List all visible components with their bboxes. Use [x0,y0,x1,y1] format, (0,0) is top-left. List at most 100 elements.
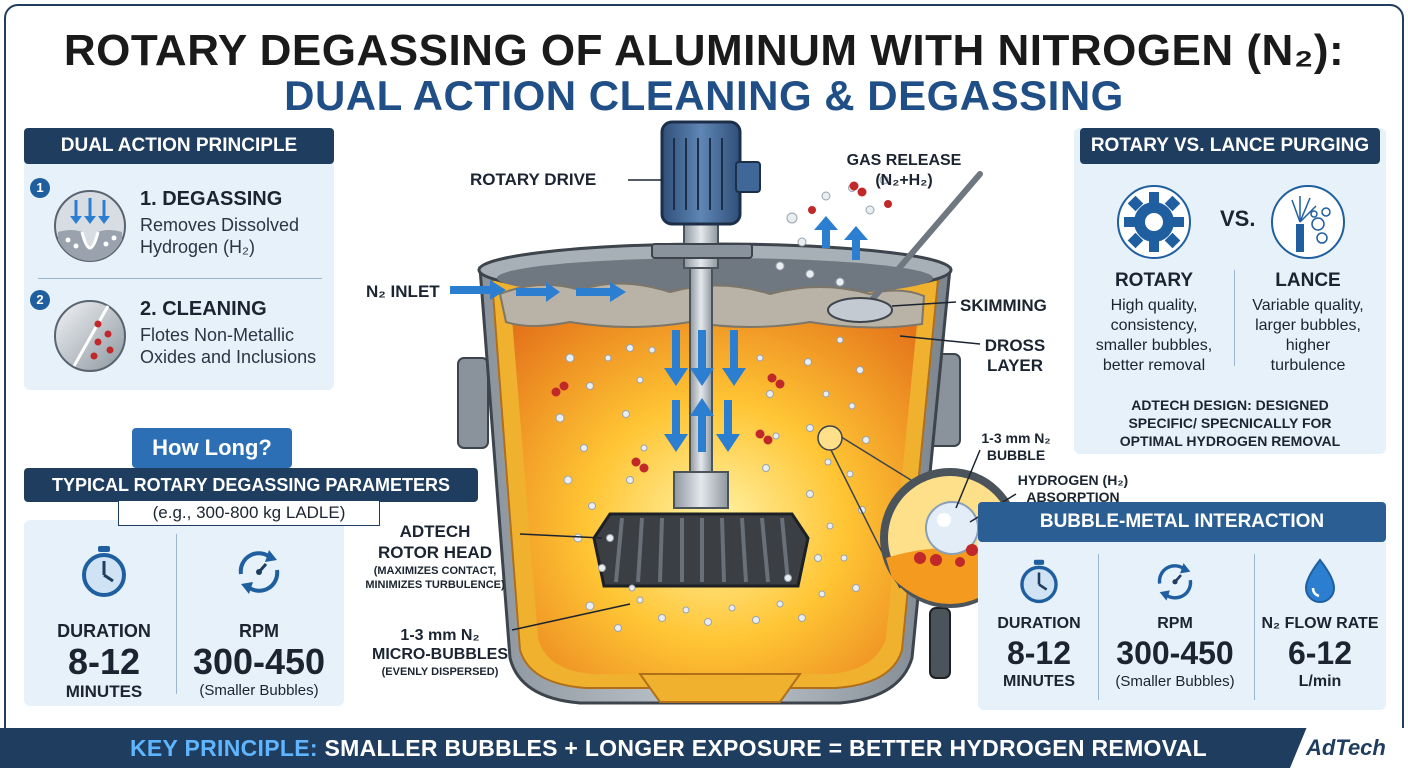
rpm-gauge-icon [1157,563,1193,601]
bmi-duration-label: DURATION [997,615,1081,632]
bmi-flow-unit: L/min [1298,673,1342,690]
key-principle-label: KEY PRINCIPLE: [130,735,318,761]
label-micro-bubbles-size: 1-3 mm N₂ [400,627,480,644]
rotary-desc-1: High quality, [1110,297,1198,314]
label-rotary-drive: ROTARY DRIVE [470,170,597,189]
lance-desc-4: turbulence [1270,357,1346,374]
step-degassing-line2: Hydrogen (H₂) [140,237,256,257]
rotary-desc-2: consistency, [1110,317,1198,334]
key-principle-bar [0,728,1408,768]
skimmer-spoon [827,297,893,323]
how-long-badge: How Long? [132,428,292,468]
bubble-metal-panel: BUBBLE-METAL INTERACTION DURATION 8-12 M… [978,502,1386,710]
flow-arrows [450,216,868,452]
dual-action-heading: DUAL ACTION PRINCIPLE [24,128,334,164]
cleaning-icon [54,300,126,372]
bmi-divider-1 [1098,554,1099,700]
hydrogen-molecules [551,181,892,473]
label-hydrogen: HYDROGEN (H₂) [1017,472,1129,488]
key-principle-text: KEY PRINCIPLE: SMALLER BUBBLES + LONGER … [130,735,1207,762]
magnifier-handle [929,607,951,679]
rotor-coupling [673,471,729,509]
bmi-flow-label: N₂ FLOW RATE [1261,615,1379,632]
bmi-divider-2 [1254,554,1255,700]
adtech-note-line-2: SPECIFIC/ SPECNICALLY FOR [1128,415,1332,431]
rotary-column: ROTARY High quality, consistency, smalle… [1084,270,1224,376]
title-line-1: ROTARY DEGASSING OF ALUMINUM WITH NITROG… [63,26,1345,75]
rpm-gauge-icon [238,550,280,594]
step-cleaning-line1: Flotes Non-Metallic [140,325,295,345]
versus-label: VS. [1220,206,1256,231]
title-line-2: DUAL ACTION CLEANING & DEGASSING [284,72,1124,119]
parameters-panel: DURATION 8-12 MINUTES RPM 300-450 (Small… [24,520,344,706]
step-number-badge: 2 [30,290,50,310]
adtech-note-line-3: OPTIMAL HYDROGEN REMOVAL [1119,433,1341,449]
lance-column: LANCE Variable quality, larger bubbles, … [1238,270,1378,376]
adtech-note-line-1: ADTECH DESIGN: DESIGNED [1131,397,1329,413]
label-skimming: SKIMMING [960,296,1047,315]
metric-divider [176,534,177,694]
label-rotor-head: ROTOR HEAD [378,543,492,562]
label-micro-bubbles: MICRO-BUBBLES [372,646,508,663]
label-micro-bubbles-note: (EVENLY DISPERSED) [381,666,499,678]
rotary-title: ROTARY [1114,270,1194,291]
lance-desc-3: higher [1285,337,1331,354]
rvl-divider [1234,270,1235,366]
ladle-handle-left [457,357,489,449]
lance-title: LANCE [1275,270,1341,291]
magnified-hydrogen [914,534,994,567]
duration-label: DURATION [57,621,151,641]
rpm-value: 300-450 [192,641,326,682]
step-degassing-title: 1. DEGASSING [140,188,283,210]
key-principle-statement: SMALLER BUBBLES + LONGER EXPOSURE = BETT… [317,735,1207,761]
label-bubble-size: 1-3 mm N₂ [981,430,1051,446]
micro-bubbles [555,175,889,632]
rotary-degasser-diagram [450,120,1020,705]
label-n2-inlet: N₂ INLET [366,282,440,301]
duration-value: 8-12 [67,641,141,682]
label-rotor-adtech: ADTECH [399,522,471,541]
bubble-metal-heading: BUBBLE-METAL INTERACTION [978,502,1386,542]
rotary-vs-lance-heading: ROTARY VS. LANCE PURGING [1080,128,1380,164]
label-rotor-note-1: (MAXIMIZES CONTACT, [373,565,497,577]
lance-desc-2: larger bubbles, [1255,317,1361,334]
stopwatch-icon [82,546,126,597]
rpm-unit: (Smaller Bubbles) [199,682,319,699]
bmi-rpm-metric: RPM 300-450 (Smaller Bubbles) [1100,558,1250,690]
duration-metric: DURATION 8-12 MINUTES [34,544,174,702]
bubble-highlight [937,513,951,527]
adtech-design-note: ADTECH DESIGN: DESIGNED SPECIFIC/ SPECNI… [1086,396,1374,450]
duration-unit: MINUTES [65,682,143,701]
label-dross-layer: LAYER [986,356,1044,375]
gear-icon [1117,185,1191,259]
step-cleaning-title: 2. CLEANING [140,298,267,320]
label-absorption: ABSORPTION [1026,489,1120,505]
droplet-icon [1304,558,1336,603]
label-bubble: BUBBLE [986,447,1046,463]
rotary-vs-lance-panel: ROTARY VS. LANCE PURGING VS. ROTARY High… [1074,128,1386,454]
motor-terminal-box [735,161,761,193]
parameters-subheading: (e.g., 300-800 kg LADLE) [118,500,380,526]
label-gas-release: GAS RELEASE [846,152,962,169]
lance-icon [1271,185,1345,259]
label-gas-release-formula: (N₂+H₂) [875,172,933,189]
motor-flange [651,243,753,259]
rpm-metric: RPM 300-450 (Smaller Bubbles) [174,544,344,699]
step-degassing-line1: Removes Dissolved [140,215,300,235]
bmi-rpm-label: RPM [1157,615,1193,632]
bmi-duration-value: 8-12 [1006,635,1072,671]
rotor-teeth [614,517,790,583]
label-dross: DROSS [984,336,1046,355]
lance-desc-1: Variable quality, [1252,297,1364,314]
parameters-heading: TYPICAL ROTARY DEGASSING PARAMETERS [24,468,478,502]
label-rotor-note-2: MINIMIZES TURBULENCE) [365,579,505,591]
adtech-logo-plate [1290,728,1408,768]
step-cleaning-line2: Oxides and Inclusions [140,347,317,367]
bmi-duration-unit: MINUTES [1003,673,1075,690]
stopwatch-icon [1020,559,1058,604]
motor-fins [673,138,723,210]
bmi-flow-metric: N₂ FLOW RATE 6-12 L/min [1256,558,1384,691]
bmi-rpm-value: 300-450 [1116,635,1234,671]
step-number-badge: 1 [30,178,50,198]
skimmer-handle [867,171,983,305]
